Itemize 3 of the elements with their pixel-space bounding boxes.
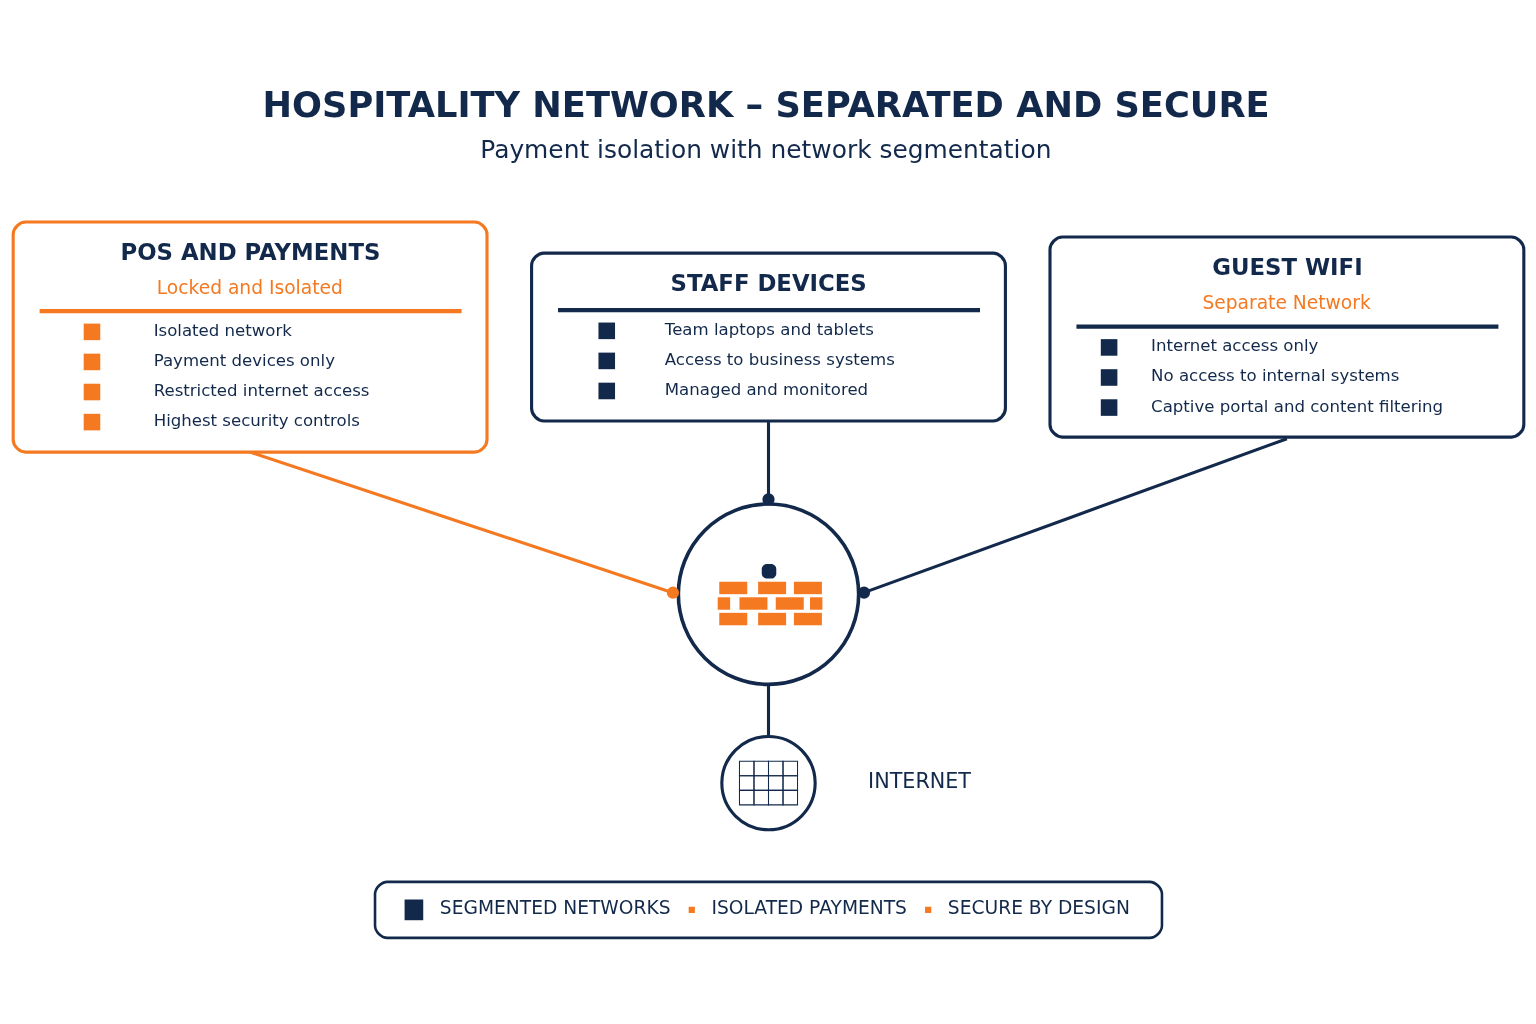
label: Payment isolation with network segmentation (479, 134, 1051, 164)
node-label: INTERNET (867, 769, 971, 794)
diagram-title: HOSPITALITY NETWORK – SEPARATED AND SECURE (262, 84, 1270, 126)
